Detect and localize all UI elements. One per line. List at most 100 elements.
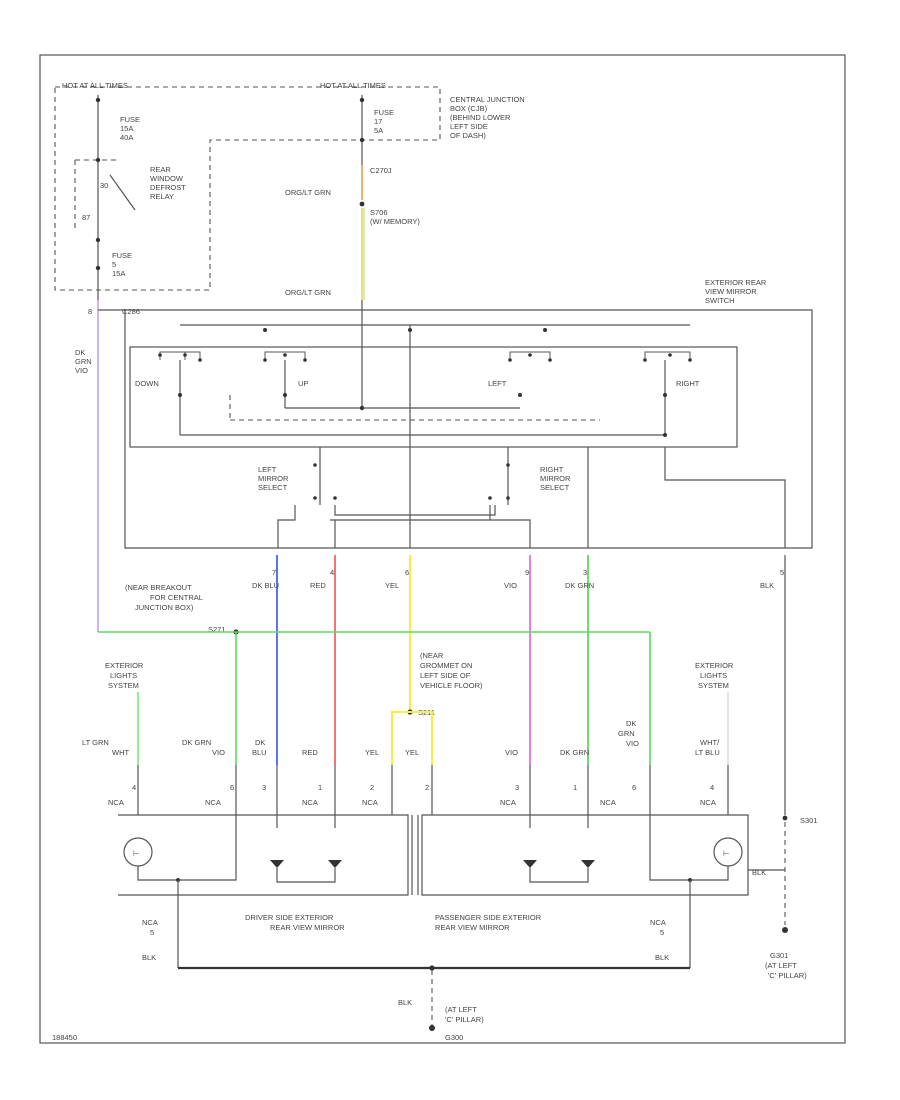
lp-2: 3 <box>262 783 266 792</box>
left-select-1: LEFT <box>258 465 277 474</box>
driver-mirror-2: REAR VIEW MIRROR <box>270 923 345 932</box>
lw-8: DK <box>626 719 636 728</box>
sw-wire-blk: BLK <box>760 581 774 590</box>
wire-dk: DK <box>75 348 85 357</box>
sw-wire-red: RED <box>310 581 326 590</box>
fuse-a-line1: FUSE <box>120 115 140 124</box>
sw-wire-dkblu: DK BLU <box>252 581 279 590</box>
ext-lights-l-3: SYSTEM <box>108 681 139 690</box>
lw-5: YEL <box>405 748 419 757</box>
g301-loc-1: (AT LEFT <box>765 961 797 970</box>
ext-lights-r-3: SYSTEM <box>698 681 729 690</box>
right-select-1: RIGHT <box>540 465 564 474</box>
left-select-2: MIRROR <box>258 474 289 483</box>
nca-labels: NCA NCA NCA NCA NCA NCA NCA <box>108 798 716 807</box>
g301-label: G301 <box>770 951 788 960</box>
blk-right: BLK <box>752 868 766 877</box>
mirror-connector-pins: 4 6 3 1 2 2 3 1 6 4 <box>132 783 714 792</box>
fuse-c-line3: 15A <box>112 269 125 278</box>
pass-mirror-2: REAR VIEW MIRROR <box>435 923 510 932</box>
fuse-b-line1: FUSE <box>374 108 394 117</box>
grommet-1: (NEAR <box>420 651 444 660</box>
lw2-2: BLU <box>252 748 267 757</box>
lw-2: DK <box>255 738 265 747</box>
cjb-line1: CENTRAL JUNCTION <box>450 95 525 104</box>
switch-title-1: EXTERIOR REAR <box>705 278 767 287</box>
fuse-c-line1: FUSE <box>112 251 132 260</box>
mirror-motors <box>270 860 595 868</box>
wire-label-orgltgrn-2: ORG/LT GRN <box>285 288 331 297</box>
relay-line2: WINDOW <box>150 174 184 183</box>
sw-wire-dkgrn: DK GRN <box>565 581 594 590</box>
lp-9: 4 <box>710 783 714 792</box>
passenger-lamp-icon: ⊢ <box>723 849 730 858</box>
rocker-switch-box <box>129 346 738 448</box>
label-left: LEFT <box>488 379 507 388</box>
fuse-c-line2: 5 <box>112 260 116 269</box>
hot-label-right: HOT AT ALL TIMES <box>320 81 386 90</box>
lp-1: 6 <box>230 783 234 792</box>
driver-lamp-icon: ⊢ <box>133 849 140 858</box>
nca-4: NCA <box>500 798 516 807</box>
lw2-0: WHT <box>112 748 129 757</box>
lower-wire-labels: LT GRN WHT DK GRN VIO DK BLU RED YEL YEL… <box>82 719 720 757</box>
ext-lights-r-1: EXTERIOR <box>695 661 734 670</box>
conn-c270j: C270J <box>370 166 392 175</box>
pass-mirror-1: PASSENGER SIDE EXTERIOR <box>435 913 542 922</box>
fuse-box-outline <box>54 86 441 291</box>
wire-vio: VIO <box>75 366 88 375</box>
blk-right-bottom: BLK <box>655 953 669 962</box>
label-up: UP <box>298 379 308 388</box>
splice-s706: S706 <box>370 208 388 217</box>
switch-title-2: VIEW MIRROR <box>705 287 757 296</box>
switch-title-3: SWITCH <box>705 296 735 305</box>
left-select-3: SELECT <box>258 483 288 492</box>
lp-6: 3 <box>515 783 519 792</box>
right-select-2: MIRROR <box>540 474 571 483</box>
nca5-left-1: NCA <box>142 918 158 927</box>
grommet-4: VEHICLE FLOOR) <box>420 681 483 690</box>
nca-0: NCA <box>108 798 124 807</box>
switch-pin-labels: 7 4 6 9 3 5 DK BLU RED YEL VIO DK GRN BL… <box>252 568 784 590</box>
nca5-right-2: 5 <box>660 928 664 937</box>
nca-5: NCA <box>600 798 616 807</box>
nca-3: NCA <box>362 798 378 807</box>
g300-loc-2: 'C' PILLAR) <box>445 1015 484 1024</box>
fuse-b-line2: 17 <box>374 117 382 126</box>
cjb-line4: LEFT SIDE <box>450 122 488 131</box>
breakout-3: JUNCTION BOX) <box>135 603 194 612</box>
diagram-frame <box>39 54 846 1044</box>
figure-id: 188450 <box>52 1033 77 1042</box>
label-right: RIGHT <box>676 379 700 388</box>
relay-line3: DEFROST <box>150 183 186 192</box>
fuse-a-line2: 15A <box>120 124 133 133</box>
hot-label-left: HOT AT ALL TIMES <box>62 81 128 90</box>
blk-ground: BLK <box>398 998 412 1007</box>
mirror-switch-outline <box>98 309 813 549</box>
right-select-3: SELECT <box>540 483 570 492</box>
sw-pin-3: 3 <box>583 568 587 577</box>
grommet-3: LEFT SIDE OF <box>420 671 471 680</box>
g300-loc-1: (AT LEFT <box>445 1005 477 1014</box>
lp-4: 2 <box>370 783 374 792</box>
cjb-line5: OF DASH) <box>450 131 486 140</box>
lp-3: 1 <box>318 783 322 792</box>
breakout-2: FOR CENTRAL <box>150 593 203 602</box>
lp-0: 4 <box>132 783 136 792</box>
pin-8: 8 <box>88 307 92 316</box>
cjb-line3: (BEHIND LOWER <box>450 113 511 122</box>
lw-4: YEL <box>365 748 379 757</box>
lw-1: DK GRN <box>182 738 211 747</box>
splice-s706-memory: (W/ MEMORY) <box>370 217 420 226</box>
ext-lights-l-2: LIGHTS <box>110 671 137 680</box>
lw2-6b: VIO <box>626 739 639 748</box>
sw-pin-9: 9 <box>525 568 529 577</box>
g300-label: G300 <box>445 1033 463 1042</box>
label-down: DOWN <box>135 379 159 388</box>
lp-5: 2 <box>425 783 429 792</box>
blk-left: BLK <box>142 953 156 962</box>
nca-2: NCA <box>302 798 318 807</box>
wire-label-orgltgrn-1: ORG/LT GRN <box>285 188 331 197</box>
sw-pin-5: 5 <box>780 568 784 577</box>
